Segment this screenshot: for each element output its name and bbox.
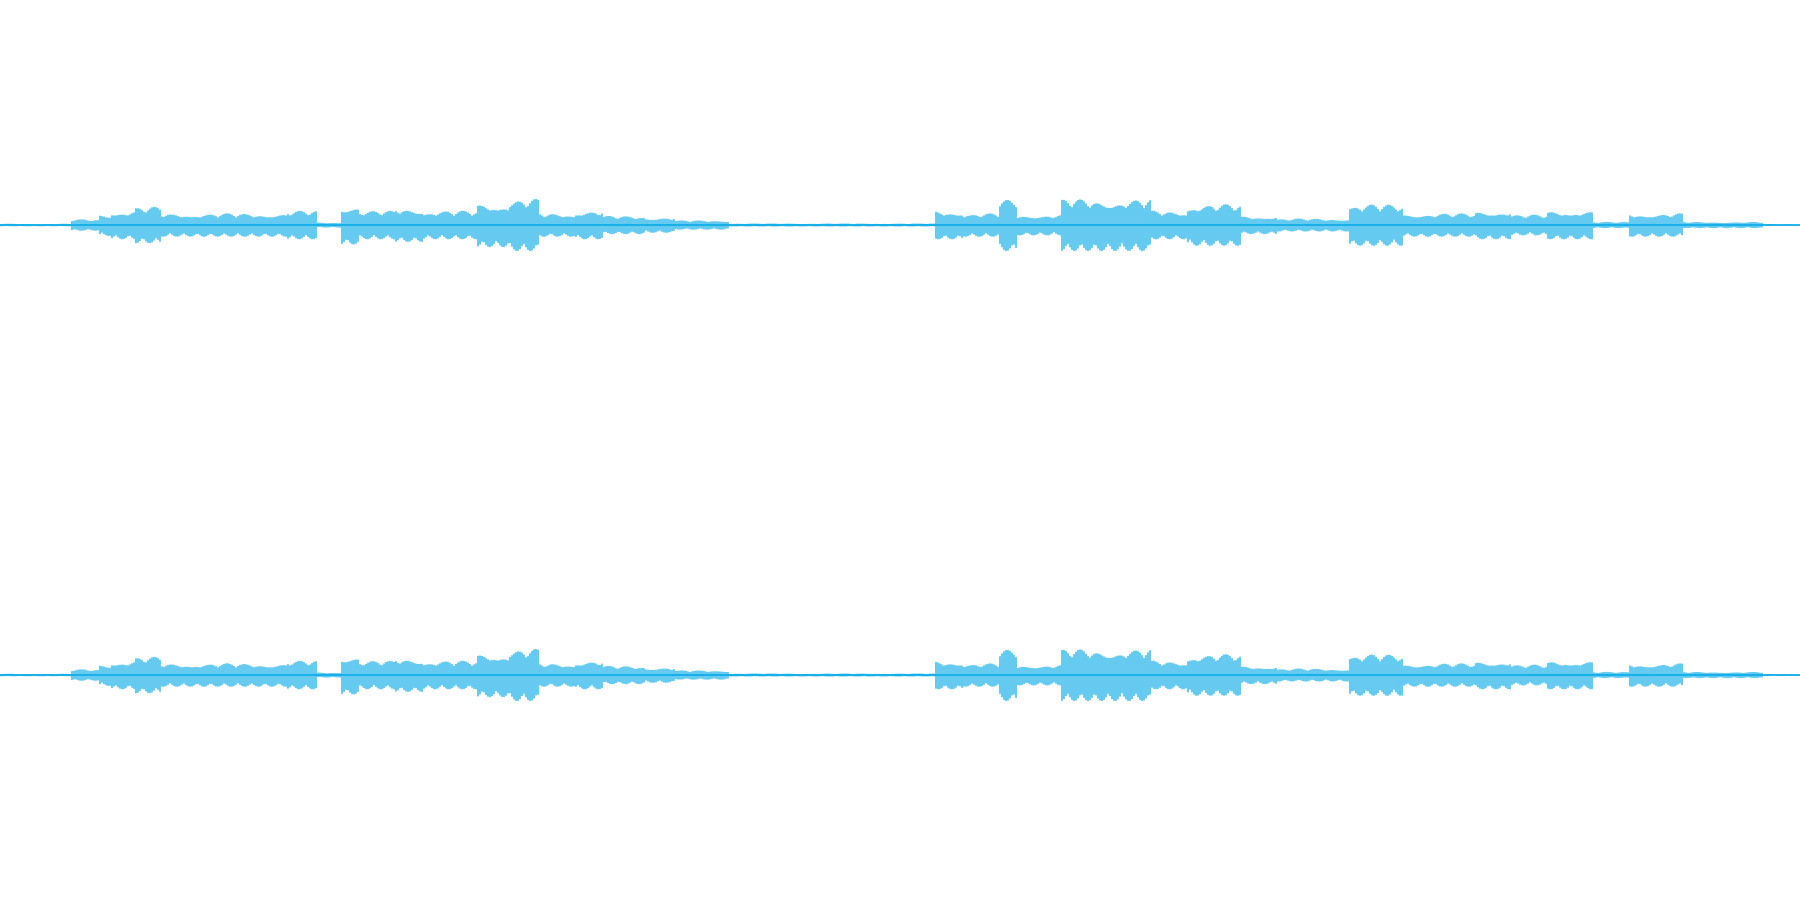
waveform-channel-2[interactable] <box>0 649 1800 701</box>
waveform-signal <box>0 649 1800 701</box>
waveform-channel-1[interactable] <box>0 199 1800 251</box>
waveform-signal <box>0 199 1800 251</box>
